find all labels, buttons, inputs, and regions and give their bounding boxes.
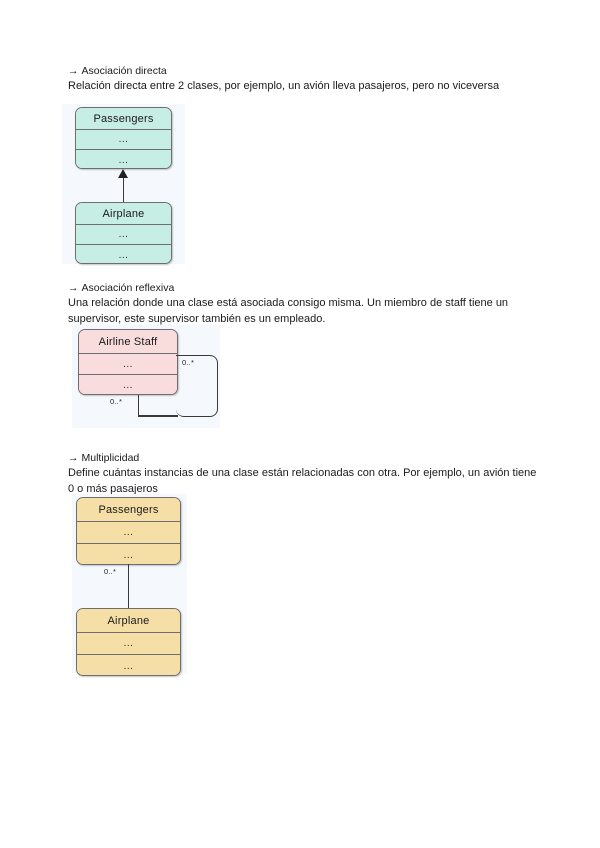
uml-methods-row: ... <box>76 150 171 168</box>
uml-class-name: Airline Staff <box>98 335 158 348</box>
section-heading: →Asociación reflexiva <box>68 281 538 296</box>
section-heading-text: Multiplicidad <box>81 452 140 464</box>
association-connector-line <box>127 564 130 610</box>
uml-class-name: Airplane <box>102 207 145 220</box>
uml-class-passengers: Passengers ... ... <box>75 107 172 169</box>
multiplicity-label-bottom: 0..* <box>110 397 123 406</box>
section-heading-text: Asociación reflexiva <box>81 282 175 294</box>
section-asociacion-reflexiva: →Asociación reflexiva Una relación donde… <box>68 281 538 327</box>
uml-methods-placeholder: ... <box>123 660 134 672</box>
association-arrowhead-icon <box>118 169 128 178</box>
uml-attributes-row: ... <box>76 225 171 245</box>
uml-methods-row: ... <box>77 655 180 675</box>
section-heading: →Multiplicidad <box>68 451 538 466</box>
uml-class-name: Passengers <box>93 112 154 125</box>
self-association-bottom-segment <box>138 415 178 417</box>
uml-class-title-row: Passengers <box>77 498 180 522</box>
uml-methods-placeholder: ... <box>118 154 129 166</box>
uml-attributes-row: ... <box>76 130 171 150</box>
uml-class-title-row: Airline Staff <box>79 330 177 354</box>
uml-attributes-placeholder: ... <box>123 638 134 649</box>
section-body-text: Una relación donde una clase está asocia… <box>68 297 509 325</box>
uml-class-title-row: Airplane <box>77 609 180 633</box>
uml-methods-placeholder: ... <box>118 249 129 261</box>
multiplicity-label: 0..* <box>104 567 117 576</box>
uml-attributes-row: ... <box>77 522 180 544</box>
section-asociacion-directa: →Asociación directa Relación directa ent… <box>68 64 538 95</box>
uml-methods-row: ... <box>79 375 177 394</box>
arrow-right-icon: → <box>68 452 79 464</box>
self-association-bottom-stub <box>137 395 140 416</box>
uml-class-title-row: Airplane <box>76 203 171 225</box>
uml-attributes-row: ... <box>77 633 180 655</box>
uml-attributes-placeholder: ... <box>123 358 133 370</box>
uml-attributes-placeholder: ... <box>118 229 129 240</box>
uml-methods-row: ... <box>77 544 180 564</box>
uml-methods-placeholder: ... <box>123 549 134 561</box>
uml-class-name: Passengers <box>98 503 159 516</box>
uml-class-passengers: Passengers ... ... <box>76 497 181 565</box>
uml-attributes-placeholder: ... <box>118 134 129 145</box>
uml-class-airline-staff: Airline Staff ... ... <box>78 329 178 395</box>
self-association-loop <box>176 355 218 417</box>
uml-attributes-placeholder: ... <box>123 527 134 538</box>
uml-class-airplane: Airplane ... ... <box>75 202 172 264</box>
diagram-multiplicidad: Passengers ... ... 0..* Airplane ... ... <box>72 494 187 676</box>
section-heading: →Asociación directa <box>68 64 538 79</box>
section-multiplicidad: →Multiplicidad Define cuántas instancias… <box>68 451 538 497</box>
uml-class-name: Airplane <box>107 614 150 627</box>
section-body-text: Define cuántas instancias de una clase e… <box>68 467 537 495</box>
uml-methods-row: ... <box>76 245 171 263</box>
arrow-right-icon: → <box>68 65 79 77</box>
uml-class-airplane: Airplane ... ... <box>76 608 181 676</box>
section-heading-text: Asociación directa <box>81 65 167 77</box>
uml-class-title-row: Passengers <box>76 108 171 130</box>
diagram-asociacion-reflexiva: Airline Staff ... ... 0..* 0..* <box>72 325 220 428</box>
section-body-text: Relación directa entre 2 clases, por eje… <box>68 80 500 92</box>
association-connector-line <box>122 178 125 204</box>
arrow-right-icon: → <box>68 282 79 294</box>
uml-methods-placeholder: ... <box>123 380 133 391</box>
uml-attributes-row: ... <box>79 354 177 375</box>
diagram-asociacion-directa: Passengers ... ... Airplane ... ... <box>62 104 185 264</box>
multiplicity-label-right: 0..* <box>182 358 195 367</box>
